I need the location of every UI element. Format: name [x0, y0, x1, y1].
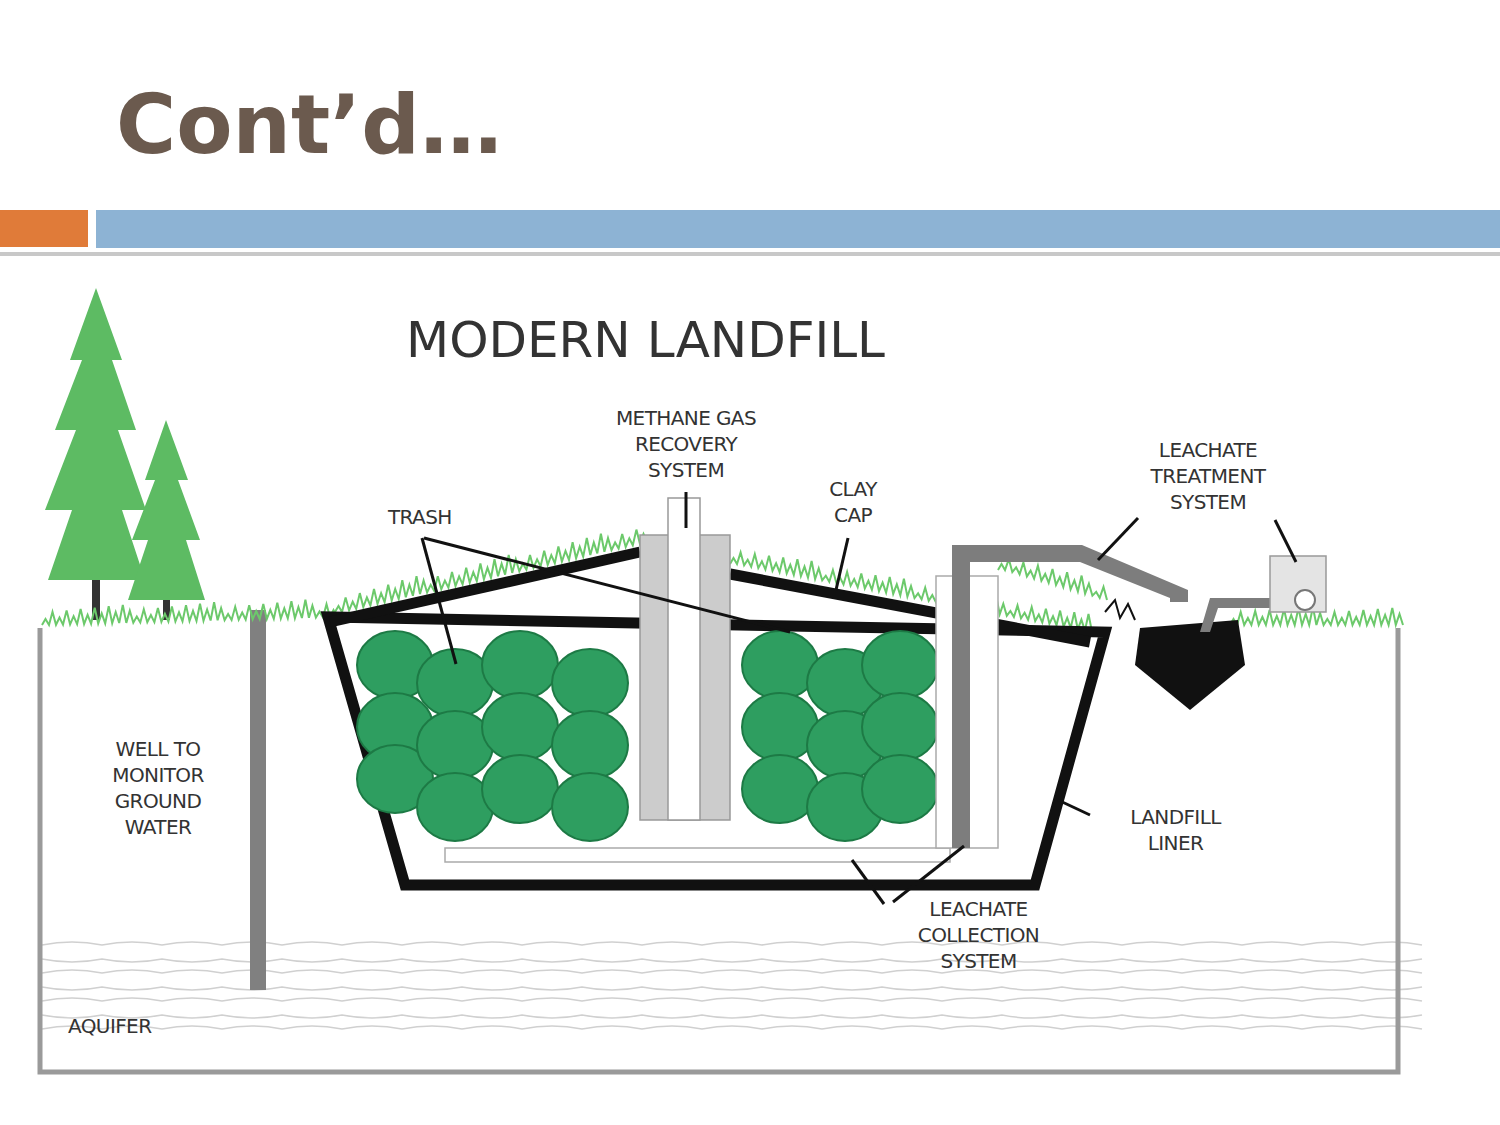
callout-label: LEACHATE TREATMENT SYSTEM: [1133, 437, 1283, 515]
header-bar: [96, 210, 1500, 248]
methane-vent: [668, 498, 700, 820]
leachate-tank: [1135, 620, 1245, 710]
diagram-title: MODERN LANDFILL: [406, 308, 885, 373]
clay-cap: [330, 552, 640, 622]
slide-title: Cont’d…: [116, 72, 502, 179]
leachate-pipe: [952, 545, 1188, 848]
callout-label: AQUIFER: [68, 1013, 151, 1039]
callout-label: LANDFILL LINER: [1113, 804, 1238, 856]
callout-label: LEACHATE COLLECTION SYSTEM: [886, 896, 1071, 974]
leader-lines: [422, 492, 1296, 904]
callout-label: WELL TO MONITOR GROUND WATER: [88, 736, 228, 840]
bar-shadow: [0, 252, 1500, 256]
trees: [45, 288, 205, 620]
callout-label: TRASH: [388, 504, 452, 530]
callout-label: METHANE GAS RECOVERY SYSTEM: [596, 405, 776, 483]
treatment-unit: [1270, 556, 1326, 612]
collection-pipe: [445, 848, 950, 862]
treatment-unit: [1295, 590, 1315, 610]
monitoring-well: [250, 610, 266, 990]
pipe-break: [1105, 600, 1135, 620]
accent-bar: [0, 210, 88, 247]
aquifer-lines: [42, 942, 1422, 1029]
callout-label: CLAY CAP: [818, 476, 888, 528]
